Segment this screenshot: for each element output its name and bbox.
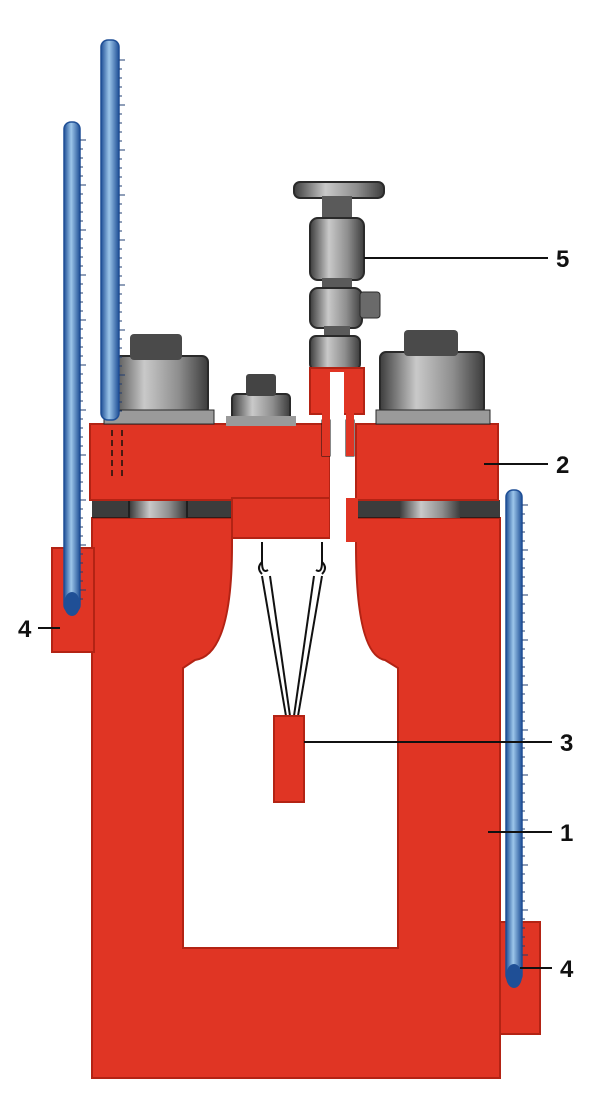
right-spacer	[400, 500, 460, 518]
valve-assembly	[293, 181, 385, 456]
callout-label-4-left: 4	[18, 616, 32, 643]
center-nut	[226, 374, 296, 426]
suspension-hooks	[258, 542, 326, 717]
hanging-weight	[273, 715, 305, 803]
top-plate-right	[355, 423, 499, 501]
valve-channel	[330, 420, 346, 540]
callout-label-2: 2	[556, 452, 569, 479]
frame-body	[91, 517, 501, 1079]
right-thermometer	[505, 489, 523, 988]
callout-label-4-right: 4	[560, 956, 574, 983]
left-thermometer-short	[63, 121, 81, 616]
thermometer-scales	[80, 59, 528, 956]
left-nut	[103, 334, 215, 425]
callout-label-3: 3	[560, 730, 573, 757]
top-plate-right-stem	[346, 498, 358, 542]
top-plate-left	[89, 423, 331, 501]
callout-label-5: 5	[556, 246, 569, 273]
right-nut	[375, 330, 491, 425]
callout-label-1: 1	[560, 820, 573, 847]
left-thermometer-tall	[100, 39, 120, 421]
top-plate-left-stem	[231, 497, 331, 539]
